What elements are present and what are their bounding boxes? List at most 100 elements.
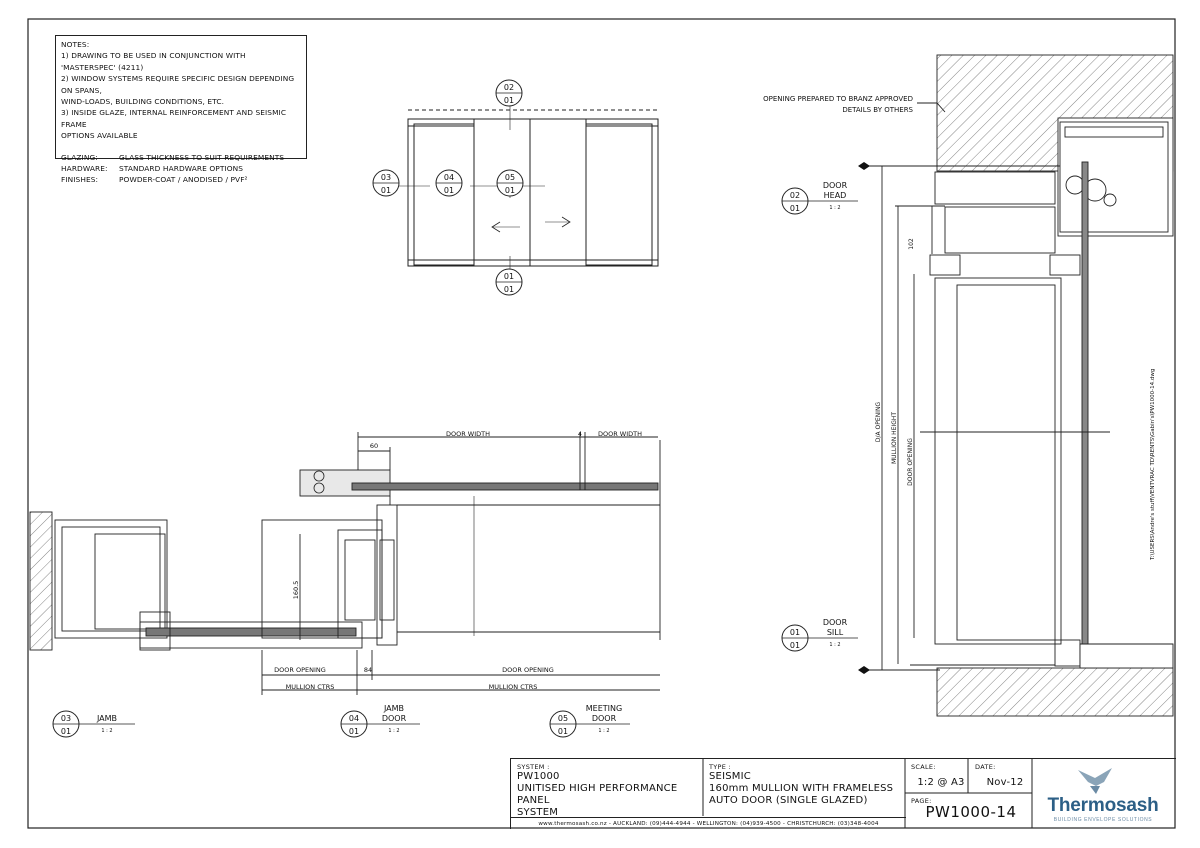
spec-hardware-value: STANDARD HARDWARE OPTIONS (119, 164, 244, 174)
jamb-door-name2: DOOR (382, 714, 407, 723)
sill-sheet: 01 (790, 641, 800, 650)
notes-item-1: 1) DRAWING TO BE USED IN CONJUNCTION WIT… (61, 51, 246, 72)
head-num: 02 (790, 191, 800, 200)
type-line-1: SEISMIC (709, 771, 751, 782)
elevation-marker-04[interactable] (435, 169, 463, 197)
marker-03-bottom: 01 (381, 186, 391, 195)
sill-name: DOOR (823, 618, 848, 627)
spec-glazing: GLAZING: GLASS THICKNESS TO SUIT REQUIRE… (61, 152, 301, 163)
section-markers (858, 162, 870, 674)
detail-label-jamb[interactable] (52, 710, 135, 738)
title-block-grid (702, 758, 1033, 828)
dim-mullion-height: MULLION HEIGHT (891, 412, 898, 464)
dim-102: 102 (908, 238, 915, 250)
system-line-1: PW1000 (517, 771, 560, 782)
marker-01-top: 01 (504, 272, 514, 281)
system-cell: SYSTEM : PW1000 UNITISED HIGH PERFORMANC… (517, 763, 702, 819)
marker-04-bottom: 01 (444, 186, 454, 195)
notes-item-3: 3) INSIDE GLAZE, INTERNAL REINFORCEMENT … (61, 108, 287, 129)
spec-glazing-key: GLAZING: (61, 152, 98, 162)
date-cell: DATE: Nov-12 (975, 763, 1035, 789)
branz-note-line1: OPENING PREPARED TO BRANZ APPROVED (763, 95, 913, 103)
plan-section (29, 432, 661, 695)
spec-hardware-key: HARDWARE: (61, 164, 108, 174)
marker-02-bottom: 01 (504, 96, 514, 105)
type-label: TYPE : (709, 763, 732, 771)
logo-bird-icon (1078, 768, 1112, 794)
sill-name2: SILL (827, 628, 844, 637)
elevation-marker-03[interactable] (372, 169, 400, 197)
dim-4: 4 (578, 430, 582, 438)
notes-item-3b: OPTIONS AVAILABLE (61, 131, 138, 141)
type-line-3: AUTO DOOR (SINGLE GLAZED) (709, 795, 868, 806)
dim-mullion-ctrs-2: MULLION CTRS (489, 683, 538, 691)
notes-item-2b: WIND-LOADS, BUILDING CONDITIONS, ETC. (61, 97, 225, 107)
spec-finishes-value: POWDER-COAT / ANODISED / PVF² (119, 175, 248, 185)
thermosash-logo: Thermosash BUILDING ENVELOPE SOLUTIONS (1033, 765, 1173, 825)
notes-item-2: 2) WINDOW SYSTEMS REQUIRE SPECIFIC DESIG… (61, 74, 295, 95)
branz-note-line2: DETAILS BY OTHERS (842, 106, 913, 114)
logo-name: Thermosash (1047, 795, 1159, 816)
dim-160-5: 160.5 (292, 581, 300, 600)
system-line-3: SYSTEM (517, 807, 559, 818)
page-value: PW1000-14 (925, 803, 1017, 821)
marker-04-top: 04 (444, 173, 454, 182)
file-path: T:\USERS\Andre's stuff\VENTVRAC TD\RENTS… (1150, 368, 1156, 560)
meeting-door-name: MEETING (586, 704, 622, 713)
marker-05-bottom: 01 (505, 186, 515, 195)
dim-door-opening-1: DOOR OPENING (274, 666, 326, 674)
meeting-door-scale: 1 : 2 (598, 728, 609, 734)
date-value: Nov-12 (986, 777, 1024, 788)
jamb-name: JAMB (96, 714, 117, 723)
scale-cell: SCALE: 1:2 @ A3 (911, 763, 971, 789)
door-elevation (398, 104, 659, 272)
jamb-door-num: 04 (349, 714, 359, 723)
page-cell: PAGE: PW1000-14 (911, 797, 1031, 821)
sill-num: 01 (790, 628, 800, 637)
scale-value: 1:2 @ A3 (917, 777, 965, 788)
detail-label-jamb-door[interactable] (340, 710, 420, 738)
detail-label-door-sill[interactable] (781, 624, 858, 652)
type-cell: TYPE : SEISMIC 160mm MULLION WITH FRAMEL… (709, 763, 904, 807)
sill-scale: 1 : 2 (829, 642, 840, 648)
notes-title: NOTES: (61, 40, 90, 49)
dim-door-width-1: DOOR WIDTH (446, 430, 490, 438)
jamb-sheet: 01 (61, 727, 71, 736)
elevation-marker-02[interactable] (495, 79, 523, 107)
notes-panel: NOTES: 1) DRAWING TO BE USED IN CONJUNCT… (55, 35, 307, 184)
sheet-border (27, 18, 1176, 829)
meeting-door-sheet: 01 (558, 727, 568, 736)
detail-label-door-head[interactable] (781, 187, 858, 215)
system-label: SYSTEM : (517, 763, 550, 771)
head-name2: HEAD (824, 191, 847, 200)
dim-mullion-ctrs-1: MULLION CTRS (286, 683, 335, 691)
meeting-door-name2: DOOR (592, 714, 617, 723)
scale-label: SCALE: (911, 763, 936, 771)
jamb-door-sheet: 01 (349, 727, 359, 736)
jamb-num: 03 (61, 714, 71, 723)
elevation-marker-05[interactable] (496, 169, 524, 197)
spec-hardware: HARDWARE: STANDARD HARDWARE OPTIONS (61, 163, 301, 174)
dim-84: 84 (364, 666, 372, 674)
detail-label-meeting-door[interactable] (549, 710, 630, 738)
head-name: DOOR (823, 181, 848, 190)
logo-tagline: BUILDING ENVELOPE SOLUTIONS (1053, 817, 1153, 823)
plan-screws (313, 470, 325, 494)
marker-03-top: 03 (381, 173, 391, 182)
date-label: DATE: (975, 763, 996, 771)
jamb-door-name: JAMB (383, 704, 404, 713)
jamb-scale: 1 : 2 (101, 728, 112, 734)
title-block: SYSTEM : PW1000 UNITISED HIGH PERFORMANC… (510, 758, 1176, 829)
dim-60: 60 (370, 442, 378, 450)
marker-01-bottom: 01 (504, 285, 514, 294)
footer-contacts: www.thermosash.co.nz - AUCKLAND: (09)444… (511, 817, 906, 830)
spec-glazing-value: GLASS THICKNESS TO SUIT REQUIREMENTS (119, 152, 285, 162)
dim-door-width-2: DOOR WIDTH (598, 430, 642, 438)
head-scale: 1 : 2 (829, 205, 840, 211)
spec-finishes: FINISHES: POWDER-COAT / ANODISED / PVF² (61, 174, 301, 185)
dim-door-opening-2: DOOR OPENING (502, 666, 554, 674)
elevation-marker-01[interactable] (495, 268, 523, 296)
marker-02-top: 02 (504, 83, 514, 92)
meeting-door-num: 05 (558, 714, 568, 723)
